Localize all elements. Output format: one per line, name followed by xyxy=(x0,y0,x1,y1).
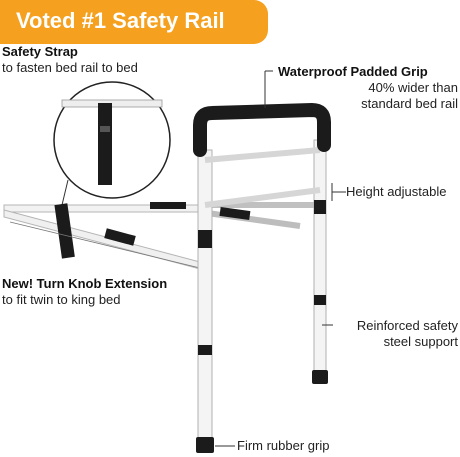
support-line-2: steel support xyxy=(383,334,458,349)
grip-desc-2: standard bed rail xyxy=(361,96,458,111)
extension-desc: to fit twin to king bed xyxy=(2,292,121,307)
strap-zoom-circle xyxy=(53,81,171,199)
padded-grip xyxy=(193,102,331,157)
grip-desc-1: 40% wider than xyxy=(368,80,458,95)
title-banner: Voted #1 Safety Rail xyxy=(0,0,268,44)
banner-title: Voted #1 Safety Rail xyxy=(16,8,225,33)
grip-title: Waterproof Padded Grip xyxy=(278,64,428,79)
extension-title: New! Turn Knob Extension xyxy=(2,276,168,291)
base-frame xyxy=(3,202,320,270)
right-leg xyxy=(312,139,328,384)
extension-measure-line xyxy=(9,221,201,269)
rubber-grip-label: Firm rubber grip xyxy=(237,438,330,453)
left-leg xyxy=(196,149,214,453)
safety-strap-title: Safety Strap xyxy=(2,44,78,59)
height-label: Height adjustable xyxy=(346,184,447,199)
cross-bar-upper xyxy=(204,147,321,163)
support-line-1: Reinforced safety xyxy=(356,318,458,333)
safety-strap-desc: to fasten bed rail to bed xyxy=(2,60,138,75)
cross-bar-lower xyxy=(204,187,321,208)
safety-strap xyxy=(54,203,75,259)
